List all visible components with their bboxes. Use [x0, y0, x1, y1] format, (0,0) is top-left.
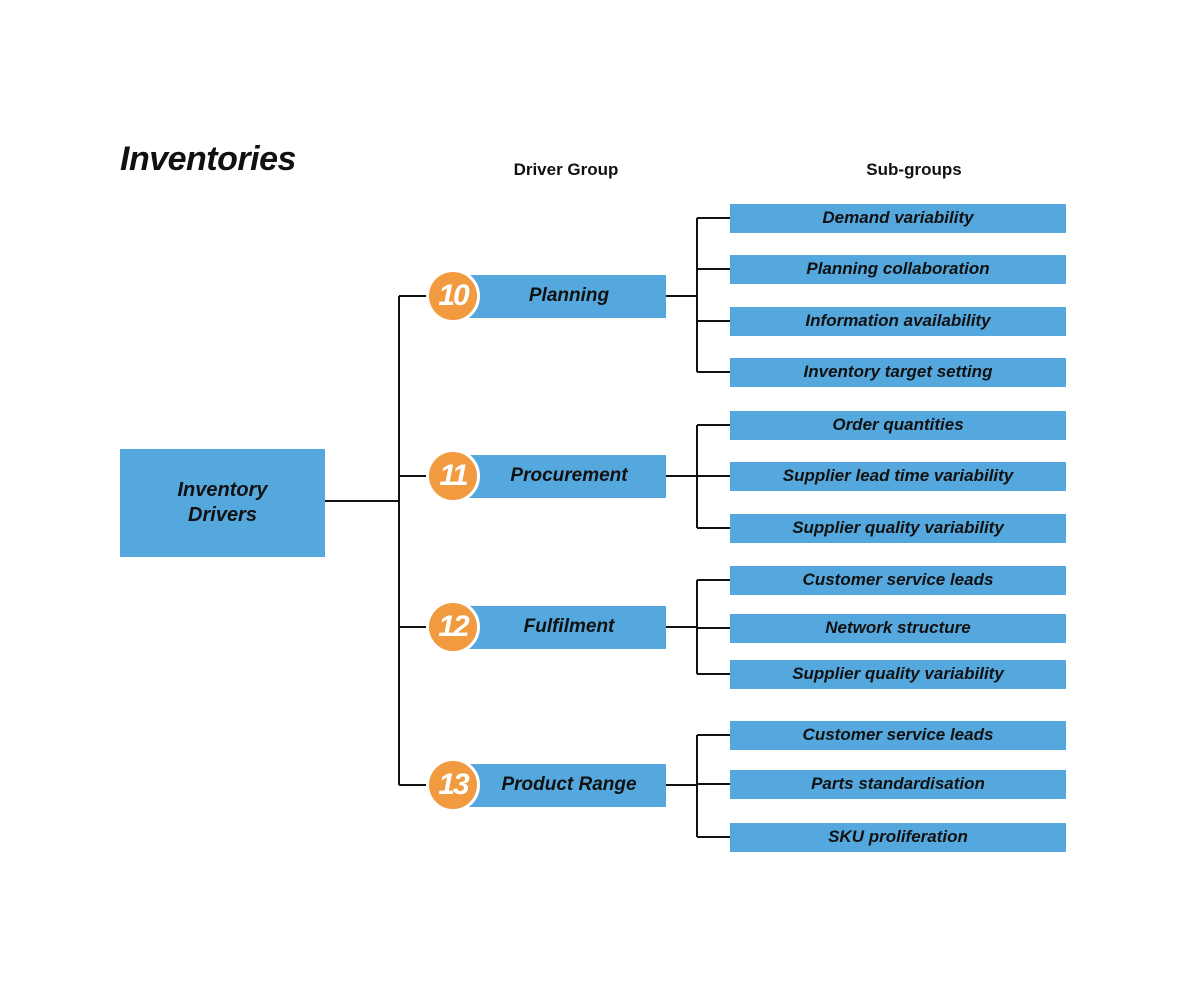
subgroup-box: Information availability [730, 306, 1066, 336]
subgroup-box: Supplier quality variability [730, 659, 1066, 689]
subgroup-box: Network structure [730, 613, 1066, 643]
driver-group-label: Planning [528, 285, 610, 306]
sub-groups-header: Sub-groups [866, 160, 962, 179]
driver-group-box: Product Range [460, 763, 666, 807]
subgroup-box: Inventory target setting [730, 357, 1066, 387]
root-label-line-2: Drivers [188, 504, 257, 526]
subgroup-label: Supplier quality variability [792, 664, 1004, 683]
subgroup-box: Supplier quality variability [730, 513, 1066, 543]
subgroup-box: Parts standardisation [730, 769, 1066, 799]
subgroup-label: SKU proliferation [828, 827, 968, 846]
group-number-badge: 12 [426, 600, 480, 654]
subgroup-label: Supplier lead time variability [782, 466, 1014, 485]
subgroup-label: Planning collaboration [806, 259, 990, 278]
driver-group-header: Driver Group [513, 160, 619, 179]
root-node: Inventory Drivers [120, 449, 325, 557]
subgroup-box: SKU proliferation [730, 822, 1066, 852]
subgroup-label: Demand variability [822, 208, 974, 227]
subgroup-box: Supplier lead time variability [730, 461, 1066, 491]
driver-group-box: Fulfilment [460, 605, 666, 649]
subgroup-box: Order quantities [730, 410, 1066, 440]
group-number-badge: 13 [426, 758, 480, 812]
driver-group-label: Product Range [501, 774, 637, 795]
subgroup-box: Customer service leads [730, 565, 1066, 595]
subgroup-box: Demand variability [730, 203, 1066, 233]
subgroup-box: Planning collaboration [730, 254, 1066, 284]
subgroup-label: Information availability [805, 311, 991, 330]
subgroup-label: Order quantities [832, 415, 964, 434]
subgroup-label: Parts standardisation [811, 774, 985, 793]
subgroup-label: Network structure [825, 618, 971, 637]
page-title: Inventories [120, 140, 296, 178]
driver-group-box: Planning [460, 274, 666, 318]
group-number-badge: 11 [426, 449, 480, 503]
subgroup-label: Supplier quality variability [792, 518, 1004, 537]
subgroup-label: Customer service leads [802, 725, 994, 744]
subgroup-label: Inventory target setting [803, 362, 993, 381]
group-number-badge: 10 [426, 269, 480, 323]
root-label-line-1: Inventory [177, 479, 268, 501]
driver-group-label: Fulfilment [523, 616, 615, 637]
subgroup-label: Customer service leads [802, 570, 994, 589]
driver-group-label: Procurement [510, 465, 628, 486]
subgroup-box: Customer service leads [730, 720, 1066, 750]
driver-group-box: Procurement [460, 454, 666, 498]
